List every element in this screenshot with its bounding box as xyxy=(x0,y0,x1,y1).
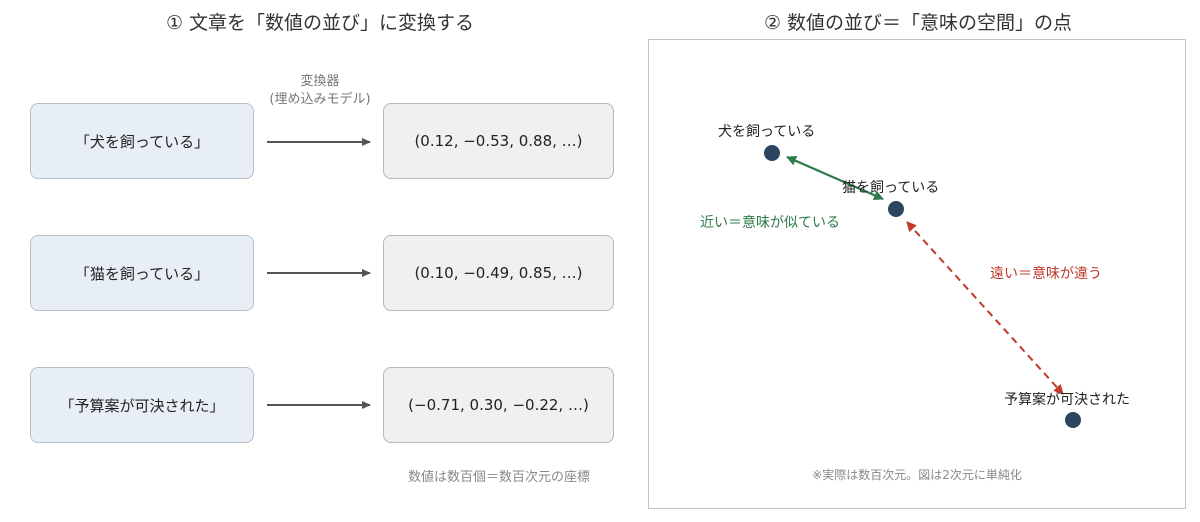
vector-box-cat: (0.10, −0.49, 0.85, …) xyxy=(383,235,614,311)
sentence-box-cat: 「猫を飼っている」 xyxy=(30,235,254,311)
point-dog xyxy=(764,145,780,161)
vector-box-budget: (−0.71, 0.30, −0.22, …) xyxy=(383,367,614,443)
sentence-box-dog: 「犬を飼っている」 xyxy=(30,103,254,179)
dimension-note: 数値は数百個＝数百次元の座標 xyxy=(407,470,590,485)
near-arrow xyxy=(786,155,884,201)
converter-label: 変換器 (埋め込みモデル) xyxy=(250,73,390,109)
near-relation-label: 近い＝意味が似ている xyxy=(700,215,840,231)
point-cat xyxy=(888,201,904,217)
left-section-title: ① 文章を「数値の並び」に変換する xyxy=(165,12,475,34)
far-relation-label: 遠い＝意味が違う xyxy=(990,266,1102,282)
point-label-dog: 犬を飼っている xyxy=(718,124,816,140)
conversion-arrows xyxy=(267,138,371,409)
vector-box-dog: (0.12, −0.53, 0.88, …) xyxy=(383,103,614,179)
point-label-cat: 猫を飼っている xyxy=(842,180,940,196)
sentence-box-budget: 「予算案が可決された」 xyxy=(30,367,254,443)
meaning-space-plot xyxy=(764,145,1081,428)
simplification-note: ※実際は数百次元。図は2次元に単純化 xyxy=(812,468,1022,482)
point-label-budget: 予算案が可決された xyxy=(1004,392,1130,408)
converter-label-line1: 変換器 xyxy=(300,74,340,89)
far-arrow xyxy=(906,221,1064,395)
converter-label-line2: (埋め込みモデル) xyxy=(269,92,371,107)
right-section-title: ② 数値の並び＝「意味の空間」の点 xyxy=(763,12,1073,34)
point-budget xyxy=(1065,412,1081,428)
